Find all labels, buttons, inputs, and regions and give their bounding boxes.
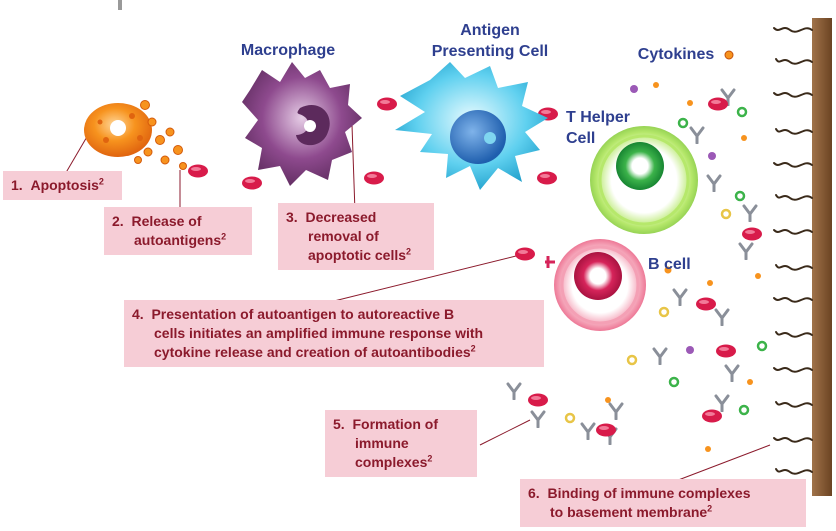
step-number: 4. [132, 306, 144, 322]
step-text: immune [355, 435, 409, 451]
antigen-presenting-cell [395, 62, 548, 190]
b-cell-label: B cell [648, 256, 691, 273]
basement-membrane [773, 18, 832, 496]
step-line: cells initiates an amplified immune resp… [154, 324, 536, 343]
t-helper-label-line2: Cell [566, 130, 596, 147]
step-3-box: 3. Decreased removal of apoptotic cells2 [278, 203, 434, 270]
step-ref: 2 [427, 453, 433, 464]
step-ref: 2 [98, 176, 104, 187]
cytokines-label: Cytokines [637, 46, 715, 63]
step-ref: 2 [221, 231, 227, 242]
step-text: Formation of [352, 416, 439, 432]
step-text: Decreased [305, 209, 377, 225]
apoptotic-cell [84, 103, 152, 157]
step-ref: 2 [470, 343, 476, 354]
apc-label-line2: Presenting Cell [431, 43, 549, 60]
step-line: 3. Decreased [286, 208, 426, 227]
step-line: cytokine release and creation of autoant… [154, 343, 536, 362]
step-text: Release of [131, 213, 202, 229]
apc-label: Antigen Presenting Cell [410, 20, 570, 62]
step-line: apoptotic cells2 [308, 246, 426, 265]
apc-label-line1: Antigen [460, 22, 520, 39]
step-number: 3. [286, 209, 298, 225]
step-line: to basement membrane2 [550, 503, 798, 522]
step-line: 4. Presentation of autoantigen to autore… [132, 305, 536, 324]
step-line: removal of [308, 227, 426, 246]
step-line: immune [355, 434, 469, 453]
t-helper-label: T Helper Cell [566, 107, 646, 149]
step-text: cells initiates an amplified immune resp… [154, 325, 484, 341]
step-ref: 2 [406, 246, 412, 257]
step-number: 2. [112, 213, 124, 229]
step-1-box: 1. Apoptosis2 [3, 171, 122, 200]
macrophage-label: Macrophage [240, 42, 336, 59]
t-helper-cell [590, 126, 698, 234]
macrophage [242, 62, 362, 186]
step-number: 6. [528, 485, 540, 501]
apoptotic-fragments [134, 100, 187, 170]
step-4-box: 4. Presentation of autoantigen to autore… [124, 300, 544, 367]
step-text: apoptotic cells [308, 247, 407, 263]
t-helper-label-line1: T Helper [566, 109, 631, 126]
step-text: removal of [308, 228, 379, 244]
step-line: 6. Binding of immune complexes [528, 484, 798, 503]
step-2-box: 2. Release of autoantigens2 [104, 207, 252, 255]
top-marker [118, 0, 122, 10]
cytokines [564, 50, 768, 452]
step-number: 1. [11, 177, 23, 193]
step-text: complexes [355, 454, 428, 470]
step-line: 5. Formation of [333, 415, 469, 434]
step-ref: 2 [707, 503, 713, 514]
step-line: autoantigens2 [134, 231, 244, 250]
step-line: complexes2 [355, 453, 469, 472]
step-text: Binding of immune complexes [547, 485, 751, 501]
step-text: to basement membrane [550, 504, 708, 520]
step-text: cytokine release and creation of autoant… [154, 344, 471, 360]
step-text: Apoptosis [30, 177, 99, 193]
step-number: 5. [333, 416, 345, 432]
b-cell [515, 239, 646, 331]
step-text: autoantigens [134, 232, 222, 248]
step-line: 2. Release of [112, 212, 244, 231]
step-6-box: 6. Binding of immune complexes to baseme… [520, 479, 806, 527]
step-text: Presentation of autoantigen to autoreact… [151, 306, 455, 322]
step-5-box: 5. Formation of immune complexes2 [325, 410, 477, 477]
